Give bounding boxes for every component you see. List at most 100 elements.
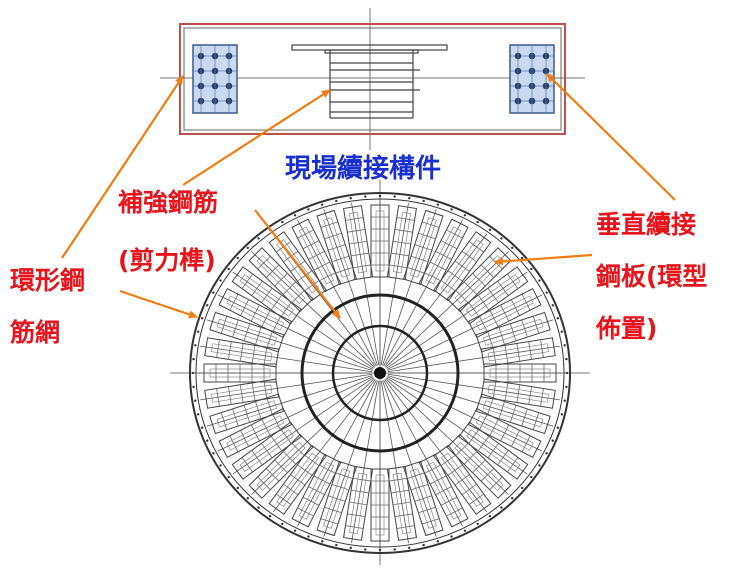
ring-tick	[551, 304, 554, 307]
radial-line	[200, 373, 373, 401]
radial-line	[297, 219, 377, 367]
label-rebar-line1: 補強鋼筋	[118, 188, 219, 217]
ring-tick	[227, 475, 230, 479]
ring-tick	[556, 317, 560, 320]
ring-tick	[321, 203, 324, 206]
ring-tick	[196, 413, 200, 416]
radial-line	[200, 345, 373, 373]
ring-tick	[463, 529, 467, 532]
ring-tick	[476, 220, 479, 224]
ring-tick	[500, 506, 503, 509]
ring-tick	[293, 214, 297, 217]
ring-tick	[565, 371, 569, 375]
ring-tick	[378, 194, 382, 198]
ring-tick	[227, 267, 230, 271]
label-rebar-line2: (剪力榫)	[118, 246, 216, 275]
radial-line	[217, 294, 374, 370]
ring-tick	[378, 548, 382, 552]
ring-tick	[545, 452, 548, 455]
label-plate-line3: 佈置)	[596, 314, 658, 343]
radial-line	[351, 380, 380, 543]
ring-tick	[349, 196, 352, 200]
radial-line	[251, 378, 375, 495]
ring-tick	[236, 486, 240, 490]
ring-tick	[520, 256, 524, 260]
splice-plate-segment	[343, 465, 374, 541]
ring-tick	[520, 486, 524, 490]
splice-plate-segment	[203, 363, 277, 383]
radial-line	[387, 345, 560, 373]
radial-line	[232, 271, 374, 369]
ring-tick	[196, 330, 200, 333]
ring-tick	[364, 548, 367, 551]
ring-tick	[500, 237, 503, 240]
splice-plate-segment	[204, 337, 280, 368]
ring-tick	[436, 203, 439, 206]
ring-tick	[565, 385, 568, 389]
ring-tick	[563, 344, 566, 347]
ring-tick	[219, 279, 222, 282]
radial-line	[386, 271, 528, 369]
radial-line	[383, 219, 463, 367]
radial-line	[232, 377, 374, 475]
plan-view	[170, 180, 590, 565]
radial-line	[380, 203, 409, 366]
splice-plate-segment	[218, 407, 293, 458]
outer-ring-inner	[195, 198, 565, 548]
ring-tick	[257, 506, 260, 509]
ring-tick	[321, 540, 324, 543]
ring-tick	[281, 220, 284, 224]
splice-plate-segment	[291, 453, 342, 528]
ring-tick	[422, 543, 425, 547]
splice-plate-segment	[467, 288, 542, 339]
radial-line	[206, 319, 373, 371]
splice-plate-segment	[316, 209, 358, 286]
ring-tick	[408, 196, 411, 200]
arrow-ring-to-beam	[61, 75, 184, 259]
radial-line	[386, 294, 543, 370]
ring-tick	[194, 399, 197, 402]
ring-tick	[307, 535, 310, 538]
splice-plate-segment	[268, 444, 327, 515]
ring-tick	[206, 439, 209, 442]
splice-plate-segment	[480, 337, 556, 368]
arrow-plate-to-beam	[546, 73, 676, 201]
splice-plate-segment	[458, 421, 529, 480]
splice-plate-segment	[386, 205, 417, 281]
radial-line	[384, 379, 488, 513]
ring-tick	[538, 279, 541, 282]
splice-plate-segment	[291, 218, 342, 293]
ring-tick	[293, 529, 297, 532]
rebar-cage	[291, 44, 448, 119]
ring-tick	[191, 371, 195, 375]
radial-lines	[191, 194, 569, 552]
radial-line	[351, 203, 380, 366]
ring-tick	[246, 496, 249, 500]
arrow-ring-to-plan	[119, 289, 198, 319]
splice-plate-segment	[231, 266, 302, 325]
outer-ring-rebar-mesh	[189, 192, 571, 554]
vertical-splice-plates	[203, 204, 557, 542]
splice-plate-segment	[446, 247, 512, 313]
radial-line	[383, 379, 463, 527]
splice-plate-segment	[316, 460, 358, 537]
ring-tick	[563, 399, 566, 402]
splice-plate-segment	[248, 433, 314, 499]
ring-tick	[307, 208, 310, 211]
ring-tick	[538, 464, 541, 467]
radial-line	[217, 376, 374, 452]
ring-tick	[393, 195, 396, 198]
inner-ring	[331, 324, 429, 422]
splice-plate-segment	[370, 468, 390, 542]
ring-tick	[556, 426, 560, 429]
ring-tick	[551, 439, 554, 442]
radial-line	[385, 378, 509, 495]
splice-plate-segment	[218, 288, 293, 339]
ring-tick	[257, 237, 260, 240]
arrow-plate-to-plan	[494, 253, 593, 266]
left-steel-plate	[192, 44, 238, 114]
ring-tick	[206, 304, 209, 307]
radial-line	[386, 376, 543, 452]
ring-tick	[364, 195, 367, 198]
splice-plate-segment	[209, 311, 285, 353]
